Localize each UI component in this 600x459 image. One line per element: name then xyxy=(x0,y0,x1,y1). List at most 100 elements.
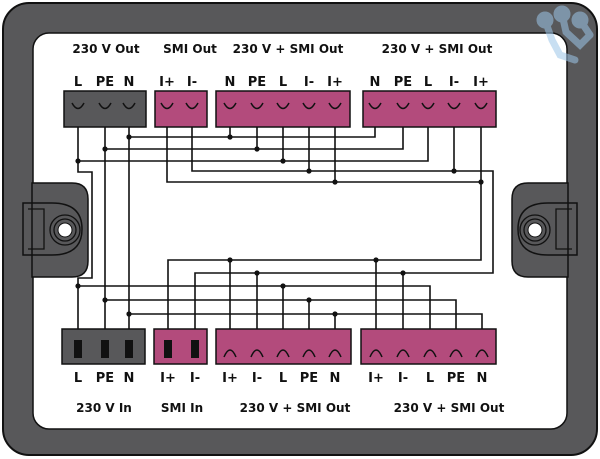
title-top-230v-out: 230 V Out xyxy=(72,42,139,56)
pin-label: I- xyxy=(190,371,200,386)
junction-dot xyxy=(332,311,338,317)
pin-label: L xyxy=(426,371,434,386)
socket-icon xyxy=(421,102,435,110)
junction-dot xyxy=(280,283,286,289)
socket-icon xyxy=(276,349,290,358)
socket-icon xyxy=(185,102,199,110)
socket-icon xyxy=(447,102,461,110)
junction-dot xyxy=(306,168,312,174)
wire-iplus-top xyxy=(166,127,481,183)
right-mounting-ear xyxy=(511,182,578,278)
pin-label: I- xyxy=(304,75,314,90)
junction-dot xyxy=(227,134,233,140)
plug-pin-icon xyxy=(101,340,109,358)
wire-l-top xyxy=(77,127,429,162)
socket-icon xyxy=(328,102,342,110)
plug-pin-icon xyxy=(191,340,199,358)
plug-pin-icon xyxy=(164,340,172,358)
wire-pe-top xyxy=(104,127,404,150)
bottom-block-230v-smi-out-2 xyxy=(360,328,497,365)
pin-label: I+ xyxy=(159,75,175,90)
junction-dot xyxy=(102,146,108,152)
bottom-block-230v-smi-out-1 xyxy=(215,328,352,365)
pin-label: I- xyxy=(398,371,408,386)
socket-icon xyxy=(368,102,382,110)
bottom-block-smi-in xyxy=(153,328,208,365)
pin-label: I- xyxy=(187,75,197,90)
title-bottom-230v-smi-out-2: 230 V + SMI Out xyxy=(394,401,505,415)
left-mounting-ear xyxy=(22,182,89,278)
socket-icon xyxy=(423,349,437,358)
wire-n-top xyxy=(128,127,376,138)
junction-dots xyxy=(75,134,484,317)
junction-dot xyxy=(373,257,379,263)
pin-label: N xyxy=(330,371,341,386)
socket-icon xyxy=(449,349,463,358)
pin-label: N xyxy=(124,75,135,90)
pin-label: I+ xyxy=(473,75,489,90)
pin-label: L xyxy=(74,371,82,386)
socket-icon xyxy=(276,102,290,110)
wire-iminus-top xyxy=(191,127,494,340)
socket-icon xyxy=(302,349,316,358)
junction-dot xyxy=(400,270,406,276)
socket-icon xyxy=(302,102,316,110)
title-bottom-230v-in: 230 V In xyxy=(76,401,132,415)
junction-dot xyxy=(306,297,312,303)
junction-dot xyxy=(102,297,108,303)
title-top-smi-out: SMI Out xyxy=(163,42,217,56)
pin-label: L xyxy=(424,75,432,90)
pin-label: N xyxy=(124,371,135,386)
pin-label: L xyxy=(74,75,82,90)
pin-label: PE xyxy=(394,75,412,90)
title-bottom-230v-smi-out-1: 230 V + SMI Out xyxy=(240,401,351,415)
pin-label: I- xyxy=(252,371,262,386)
socket-icon xyxy=(475,349,489,358)
bottom-pins xyxy=(74,340,489,358)
pin-label: PE xyxy=(96,371,114,386)
junction-dot xyxy=(451,168,457,174)
pin-label: PE xyxy=(300,371,318,386)
title-top-230v-smi-out-2: 230 V + SMI Out xyxy=(382,42,493,56)
pin-label: I+ xyxy=(327,75,343,90)
pin-label: PE xyxy=(96,75,114,90)
top-sockets xyxy=(71,102,488,110)
pin-label: PE xyxy=(447,371,465,386)
junction-dot xyxy=(227,257,233,263)
socket-icon xyxy=(250,102,264,110)
junction-dot xyxy=(280,158,286,164)
pin-label: N xyxy=(370,75,381,90)
socket-icon xyxy=(98,102,112,110)
junction-dot xyxy=(75,283,81,289)
plug-pin-icon xyxy=(74,340,82,358)
junction-dot xyxy=(254,146,260,152)
junction-dot xyxy=(478,179,484,185)
socket-icon xyxy=(71,102,85,110)
socket-icon xyxy=(160,102,174,110)
socket-icon xyxy=(396,349,410,358)
pin-label: PE xyxy=(248,75,266,90)
socket-icon xyxy=(474,102,488,110)
socket-icon xyxy=(250,349,264,358)
socket-icon xyxy=(223,102,237,110)
pin-label: L xyxy=(279,75,287,90)
pin-label: N xyxy=(225,75,236,90)
junction-dot xyxy=(126,311,132,317)
plug-pin-icon xyxy=(125,340,133,358)
junction-dot xyxy=(254,270,260,276)
pin-label: I+ xyxy=(368,371,384,386)
top-block-smi-out xyxy=(154,90,208,128)
pin-label: N xyxy=(477,371,488,386)
pin-label: I+ xyxy=(222,371,238,386)
pin-label: L xyxy=(279,371,287,386)
title-top-230v-smi-out-1: 230 V + SMI Out xyxy=(233,42,344,56)
socket-icon xyxy=(223,349,237,358)
pin-label: I- xyxy=(449,75,459,90)
pin-label: I+ xyxy=(160,371,176,386)
junction-dot xyxy=(126,134,132,140)
top-block-230v-smi-out-2 xyxy=(362,90,497,128)
logo-watermark xyxy=(536,5,594,64)
socket-icon xyxy=(369,349,383,358)
title-bottom-smi-in: SMI In xyxy=(161,401,203,415)
